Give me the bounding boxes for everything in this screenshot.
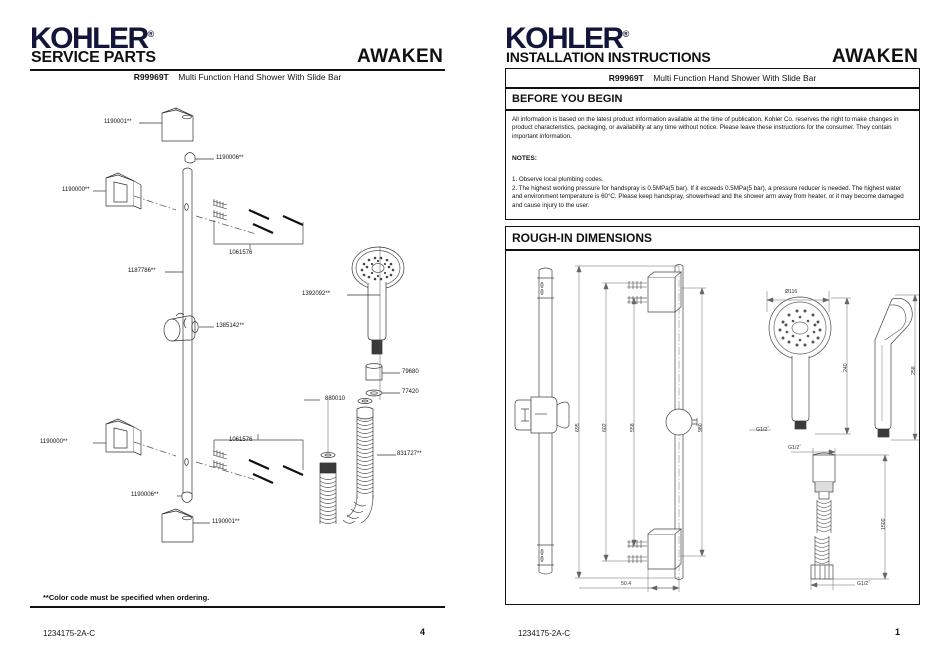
before-you-begin-body-box — [505, 110, 920, 220]
part-label-1385142: 1385142** — [216, 323, 245, 329]
dimension-240: 240 — [843, 363, 849, 372]
dimension-50-4: 50.4 — [621, 581, 632, 587]
model-name-left: Multi Function Hand Shower With Slide Ba… — [178, 72, 342, 82]
model-line-left: R99969T Multi Function Hand Shower With … — [0, 72, 475, 82]
collection-name-left: AWAKEN — [357, 46, 444, 67]
part-label-831727: 831727** — [397, 451, 422, 457]
dimension-g-half-hose-top: G1/2˝ — [788, 445, 801, 451]
installation-instructions-page: KOHLER® INSTALLATION INSTRUCTIONS AWAKEN… — [475, 0, 950, 661]
part-label-1187786: 1187786** — [128, 268, 156, 274]
service-parts-subtitle: SERVICE PARTS — [31, 49, 156, 66]
rough-in-header-box — [505, 226, 920, 250]
part-label-1190001-bottom: 1190001** — [212, 519, 240, 525]
model-number-left: R99969T — [133, 72, 169, 82]
before-you-begin-header-box — [505, 88, 920, 110]
part-label-1190006-bottom: 1190006** — [131, 492, 159, 498]
intro-paragraph: All information is based on the latest p… — [512, 116, 899, 140]
model-line-right: R99969T Multi Function Hand Shower With … — [505, 73, 920, 83]
notes-heading: NOTES: — [512, 155, 537, 162]
part-label-1190000-bottom: 1190000** — [40, 439, 68, 445]
dimension-g-half-hose-bottom: G1/2˝ — [857, 581, 870, 587]
part-label-1190001-top: 1190001** — [104, 119, 132, 125]
note-item-1: 1. Observe local plumbing codes. — [512, 176, 604, 183]
service-parts-page: KOHLER® SERVICE PARTS AWAKEN R99969T Mul… — [0, 22, 475, 638]
kohler-logo-right: KOHLER® — [505, 22, 630, 55]
part-label-1190000-top: 1190000** — [62, 187, 90, 193]
part-label-79680: 79680 — [402, 369, 419, 375]
page-number-left: 4 — [420, 627, 426, 637]
footer-divider-left — [30, 606, 445, 608]
exploded-parts-diagram — [93, 107, 405, 543]
dimension-1500: 1500 — [881, 518, 887, 530]
part-label-77420: 77420 — [402, 389, 419, 395]
footer-doc-id-right: 1234175-2A-C — [518, 629, 571, 638]
dimension-602: 602 — [602, 423, 608, 432]
dimension-diameter-116: Ø116 — [785, 289, 798, 295]
dimension-980: 980 — [698, 423, 704, 432]
footer-doc-id-left: 1234175-2A-C — [43, 629, 96, 638]
header-divider-left — [30, 69, 445, 71]
installation-instructions-subtitle: INSTALLATION INSTRUCTIONS — [506, 49, 711, 65]
dimension-558: 558 — [630, 423, 636, 432]
part-label-1190006-top: 1190006** — [216, 155, 244, 161]
model-name-right: Multi Function Hand Shower With Slide Ba… — [653, 73, 817, 83]
part-label-880010: 880010 — [325, 396, 346, 402]
dimension-258: 258 — [911, 366, 917, 375]
part-label-1392092: 1392092** — [302, 291, 331, 297]
registered-mark-icon-right: ® — [622, 29, 630, 39]
dimension-g-half-inlet: G1/2˝ — [756, 427, 769, 433]
registered-mark-icon: ® — [147, 29, 155, 39]
kohler-logo: KOHLER® — [30, 22, 155, 55]
dimension-695: 695 — [575, 423, 581, 432]
note-item-2: 2. The highest working pressure for hand… — [512, 185, 904, 209]
page-number-right: 1 — [895, 627, 901, 637]
part-label-1061576-bottom: 1061576 — [229, 437, 253, 443]
color-code-note: **Color code must be specified when orde… — [43, 593, 210, 602]
before-you-begin-title: BEFORE YOU BEGIN — [512, 93, 623, 105]
model-number-right: R99969T — [608, 73, 644, 83]
collection-name-right: AWAKEN — [832, 46, 919, 67]
rough-in-title: ROUGH-IN DIMENSIONS — [512, 231, 653, 245]
rough-in-drawing-box — [505, 250, 920, 605]
rough-in-dimension-drawing — [514, 264, 919, 592]
part-label-1061576-top: 1061576 — [229, 250, 253, 256]
model-box — [505, 68, 920, 88]
